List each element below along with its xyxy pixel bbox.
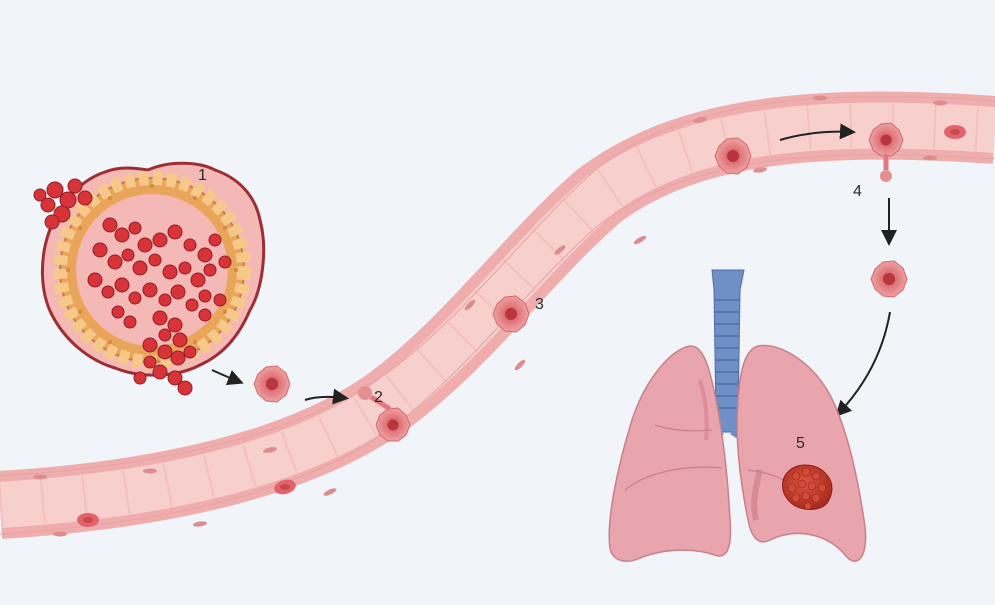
step-label-3: 3 (535, 296, 544, 313)
arrow-5 (838, 312, 890, 414)
extravasated-cell-icon (871, 261, 907, 297)
primary-tumor-icon (34, 163, 264, 395)
arrow-1 (212, 370, 240, 382)
step-label-5: 5 (796, 435, 805, 452)
right-lung (609, 346, 730, 561)
step-label-4: 4 (853, 183, 862, 200)
tumor-cell-icon (254, 366, 290, 402)
left-lung (737, 345, 865, 561)
step-label-1: 1 (198, 167, 207, 184)
lungs-icon (609, 270, 865, 561)
step-label-2: 2 (374, 389, 383, 406)
